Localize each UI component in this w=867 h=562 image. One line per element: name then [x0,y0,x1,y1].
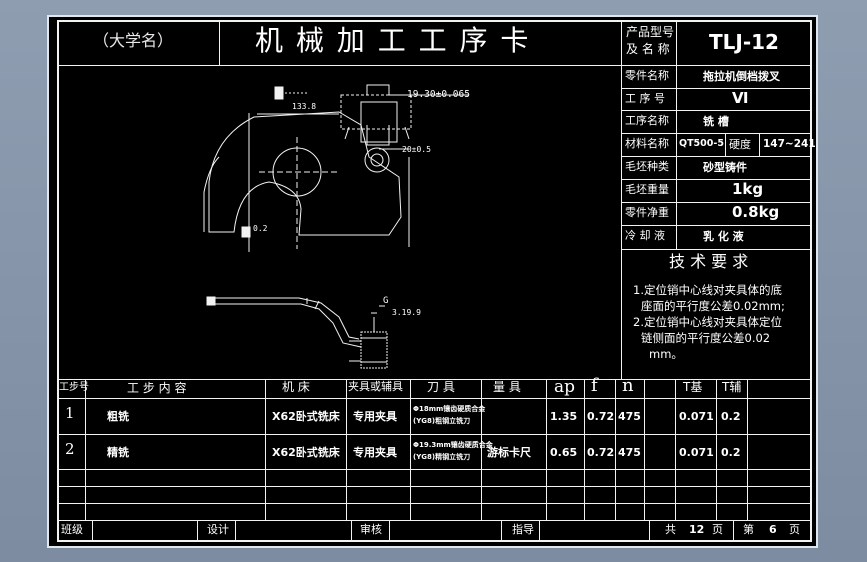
header-t-aux: T辅 [722,380,742,394]
step-ap: 0.65 [550,446,578,459]
border-right [810,20,812,542]
info-label: 工 序 号 [625,92,665,105]
info-value: 砂型铸件 [703,161,747,174]
step-number: 2 [65,440,75,458]
step-content: 精铣 [107,446,129,459]
product-model-label-1: 产品型号 [626,25,675,39]
header-f: f [591,375,598,396]
step-f: 0.72 [587,410,615,423]
header-machine: 机 床 [282,380,310,394]
border-top [57,20,812,22]
step-gauge: 游标卡尺 [487,446,531,459]
step-t-base: 0.071 [679,410,714,423]
footer-design-label: 设计 [207,523,229,536]
dim-depth: 20±0.5 [402,145,431,154]
dim-flatness: 0.2 [253,224,268,233]
part-drawing [203,84,469,369]
info-label: 零件名称 [625,69,669,82]
dim-length: 133.8 [292,102,317,111]
header-t-base: T基 [683,380,703,394]
dim-symmetry: 3.19.9 [392,308,421,317]
info-label: 零件净重 [625,206,669,219]
step-t-base: 0.071 [679,446,714,459]
info-value: 铣 槽 [703,115,729,128]
university-name: （大学名） [93,31,174,50]
step-tool-line-1: Φ18mm镶齿硬质合金 [413,405,486,413]
header-step-content: 工 步 内 容 [127,381,187,395]
step-tool-line-2: (YG8)精钢立铣刀 [413,453,471,461]
border-bottom [57,540,812,542]
footer-total-post: 页 [712,523,723,536]
hardness-value: 147~241 [763,138,816,150]
header-step-no: 工步号 [59,382,89,393]
step-fixture: 专用夹具 [353,446,397,459]
info-value: 拖拉机倒档拨叉 [703,70,780,83]
step-fixture: 专用夹具 [353,410,397,423]
footer-current-post: 页 [789,523,800,536]
info-label: 毛坯种类 [625,160,669,173]
tech-line-2: 座面的平行度公差0.02mm; [641,299,785,313]
info-value: 乳 化 液 [703,230,744,243]
footer-current-page: 6 [769,523,777,536]
info-label: 工序名称 [625,114,669,127]
step-ap: 1.35 [550,410,578,423]
info-value: QT500-5 [679,138,724,149]
footer-total-pre: 共 [665,523,676,536]
border-left [57,20,59,542]
step-machine: X62卧式铣床 [272,446,340,459]
header-gauge: 量 具 [493,380,521,394]
step-number: 1 [65,404,75,422]
info-label: 材料名称 [625,137,669,150]
info-label: 毛坯重量 [625,183,669,196]
drawing-frame: （大学名） 机 械 加 工 工 序 卡 产品型号 及 名 称 TLJ-12 零件… [47,15,818,548]
footer-total-pages: 12 [689,523,705,536]
footer-review-label: 审核 [360,523,382,536]
hardness-label: 硬度 [729,138,751,151]
step-n: 475 [618,446,641,459]
info-label: 冷 却 液 [625,229,665,242]
header-tool: 刀 具 [427,380,455,394]
dim-datum: G [383,296,389,306]
tech-line-4: 链侧面的平行度公差0.02 [641,331,771,345]
tech-line-5: mm。 [649,347,683,361]
tech-requirements-title: 技 术 要 求 [669,252,749,271]
step-tool-line-1: Φ19.3mm镶齿硬质合金 [413,441,493,449]
step-content: 粗铣 [107,410,129,423]
step-t-aux: 0.2 [721,410,741,423]
step-machine: X62卧式铣床 [272,410,340,423]
header-fixture: 夹具或辅具 [348,380,403,393]
dim-width: 19.30±0.065 [407,89,470,100]
step-f: 0.72 [587,446,615,459]
product-model-label-2: 及 名 称 [626,42,670,56]
info-value: 1kg [732,180,764,198]
footer-current-pre: 第 [743,523,754,536]
page-title: 机 械 加 工 工 序 卡 [255,24,531,57]
footer-class-label: 班级 [61,523,83,536]
tech-line-1: 1.定位销中心线对夹具体的底 [633,283,782,297]
step-tool-line-2: (YG8)粗钢立铣刀 [413,417,471,425]
footer-guide-label: 指导 [512,523,534,536]
info-value: 0.8kg [732,203,780,221]
info-value: Ⅵ [732,89,749,107]
header-divider [57,65,812,66]
header-ap: ap [554,377,576,397]
product-model-value: TLJ-12 [709,30,779,54]
step-n: 475 [618,410,641,423]
tech-line-3: 2.定位销中心线对夹具体定位 [633,315,782,329]
header-n: n [622,375,634,396]
step-t-aux: 0.2 [721,446,741,459]
